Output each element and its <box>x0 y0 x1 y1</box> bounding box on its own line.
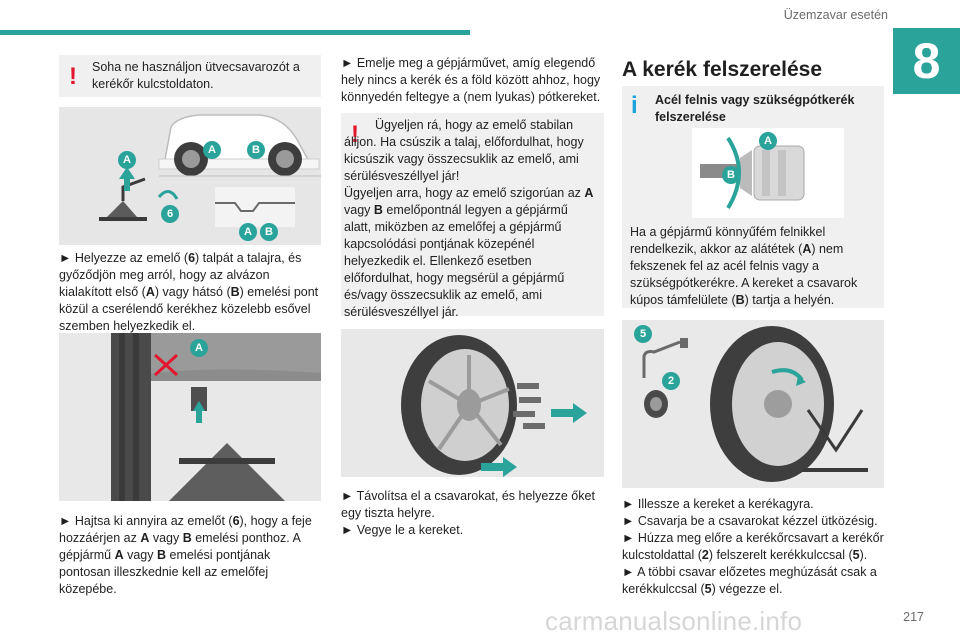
warning-icon: ! <box>69 63 77 90</box>
page-number: 217 <box>903 610 924 624</box>
section-title-fitting-wheel: A kerék felszerelése <box>622 58 823 81</box>
label-5-circle: 5 <box>634 325 652 343</box>
label-a-circle: A <box>239 223 257 241</box>
warning-text-lifting-point: Ügyeljen arra, hogy az emelő szigorúan a… <box>344 186 594 319</box>
label-2-circle: 2 <box>662 372 680 390</box>
warning-box-impact-wrench: ! Soha ne használjon ütvecsavarozót a ke… <box>59 55 321 97</box>
step-remove-wheel: ► Vegye le a kereket. <box>341 523 464 537</box>
warning-text-stability: Ügyeljen rá, hogy az emelő stabilan állj… <box>344 118 584 183</box>
illustration-remove-bolts <box>341 329 604 477</box>
label-a-circle: A <box>118 151 136 169</box>
step-tighten-locking-bolt: ► Húzza meg előre a kerékőrcsavart a ker… <box>622 531 884 562</box>
chapter-number-badge: 8 <box>893 28 960 94</box>
label-a-circle: A <box>759 132 777 150</box>
info-box-title: Acél felnis vagy szükségpótkerék felszer… <box>655 93 855 124</box>
info-box-text: Ha a gépjármű könnyűfém felnikkel rendel… <box>630 225 858 307</box>
warning-icon: ! <box>351 121 359 148</box>
step-fit-wheel: ► Illessze a kereket a kerékagyra. <box>622 497 814 511</box>
illustration-fit-wheel-tools: 5 2 <box>622 320 884 488</box>
instruction-extend-jack: ► Hajtsa ki annyira az emelőt (6), hogy … <box>59 514 312 596</box>
info-box-steel-rim: i Acél felnis vagy szükségpótkerék felsz… <box>622 86 884 308</box>
instruction-raise-vehicle: ► Emelje meg a gépjárművet, amíg elegend… <box>341 56 601 104</box>
illustration-jack-lifting-points: A A B A B 6 <box>59 107 321 245</box>
instruction-position-jack: ► Helyezze az emelő (6) talpát a talajra… <box>59 251 319 333</box>
warning-text: Soha ne használjon ütvecsavarozót a keré… <box>92 60 300 91</box>
header-accent-bar <box>0 30 470 35</box>
illustration-bolt-cone: A B <box>692 128 844 218</box>
label-a-circle: A <box>190 339 208 357</box>
warning-box-jack-stability: ! Ügyeljen rá, hogy az emelő stabilan ál… <box>341 113 604 319</box>
instruction-fit-wheel-steps: ► Illessze a kereket a kerékagyra. ► Csa… <box>622 496 884 598</box>
label-6-circle: 6 <box>161 205 179 223</box>
step-screw-bolts: ► Csavarja be a csavarokat kézzel ütközé… <box>622 514 878 528</box>
step-pre-tighten-bolts: ► A többi csavar előzetes meghúzását csa… <box>622 565 877 596</box>
watermark-text: carmanualsonline.info <box>545 606 803 636</box>
info-icon: i <box>631 92 638 119</box>
label-a-circle: A <box>203 141 221 159</box>
instruction-remove-bolts: ► Távolítsa el a csavarokat, és helyezze… <box>341 488 604 539</box>
label-b-circle: B <box>722 166 740 184</box>
label-b-circle: B <box>247 141 265 159</box>
step-remove-bolts: ► Távolítsa el a csavarokat, és helyezze… <box>341 489 595 520</box>
illustration-jack-head-contact: A <box>59 333 321 501</box>
label-b-circle: B <box>260 223 278 241</box>
chapter-title: Üzemzavar esetén <box>783 8 888 22</box>
